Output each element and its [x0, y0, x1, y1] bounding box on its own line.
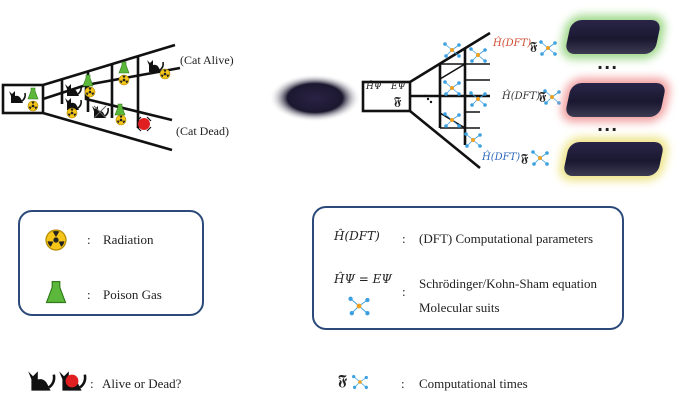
- time-symbol-middle: 𝕱: [539, 89, 547, 103]
- radiation-icon: [45, 229, 67, 251]
- radiation-icon: [159, 68, 171, 80]
- molecule-icon: [463, 131, 483, 149]
- left-tree-icons: [8, 59, 171, 132]
- branch-label-top: Ĥ(DFT): [493, 38, 532, 49]
- molecule-icon: [351, 374, 369, 390]
- radiation-label: Radiation: [103, 232, 154, 247]
- cat-icon: [8, 90, 27, 104]
- poison-gas-icon: [118, 61, 130, 74]
- cat-icon: [146, 59, 164, 73]
- blurred-cluster-image: [269, 74, 361, 122]
- molecule-icon: [468, 46, 488, 64]
- dot: [426, 97, 430, 101]
- cat-icon: [64, 83, 82, 97]
- left-outer-branches: [42, 43, 176, 152]
- right-tree: [361, 31, 491, 170]
- computational-times-label: Computational times: [419, 376, 528, 391]
- molecule-icon: [347, 296, 371, 316]
- molecular-label: Molecular suits: [419, 300, 500, 315]
- alive-or-dead-label: Alive or Dead?: [102, 376, 182, 391]
- root-time-symbol: 𝕱: [394, 94, 402, 108]
- root-formula-right: EΨ: [391, 82, 406, 92]
- colon: :: [87, 232, 91, 247]
- colon: :: [90, 376, 94, 391]
- alive-dead-icons: [28, 370, 87, 392]
- radiation-icon: [115, 114, 127, 126]
- branch-label-bottom: Ĥ(DFT): [482, 152, 521, 163]
- bomb-icon: [136, 116, 152, 132]
- dead-cat-icon: [91, 105, 109, 119]
- radiation-icon: [118, 74, 130, 86]
- molecule-icon: [538, 39, 558, 57]
- label-cat-alive: (Cat Alive): [180, 53, 234, 67]
- colon: :: [87, 287, 91, 302]
- molecule-icon: [530, 149, 550, 167]
- poison-gas-icon: [45, 281, 67, 304]
- dot: [429, 100, 433, 104]
- colon: :: [402, 231, 406, 246]
- root-formula-left: ĤΨ: [366, 82, 382, 92]
- right-sub-branches: [440, 63, 490, 129]
- legend-box-right: [312, 206, 624, 330]
- equation-label: Schrödinger/Kohn-Sham equation: [419, 276, 597, 291]
- time-symbol: 𝕱: [338, 373, 348, 389]
- colon: :: [402, 284, 406, 299]
- dft-symbol: Ĥ(DFT): [334, 229, 380, 243]
- result-panel-top: [564, 20, 662, 54]
- right-main-branches: [409, 31, 491, 170]
- time-symbol-top: 𝕱: [530, 39, 538, 53]
- equation-symbol: ĤΨ = EΨ: [334, 272, 392, 286]
- legend-box-left: [18, 210, 204, 316]
- radiation-icon: [66, 107, 78, 119]
- radiation-icon: [27, 100, 39, 112]
- cat-icon: [28, 370, 56, 392]
- ellipsis-bottom: ...: [597, 116, 619, 135]
- result-panel-middle: [564, 83, 667, 117]
- ellipsis-top: ...: [597, 54, 619, 73]
- poison-gas-icon: [27, 87, 39, 100]
- radiation-icon: [84, 86, 96, 98]
- time-symbol-bottom: 𝕱: [521, 151, 529, 165]
- poison-gas-icon: [82, 74, 94, 87]
- dot: [423, 94, 427, 98]
- result-panel-bottom: [562, 142, 665, 176]
- poison-gas-label: Poison Gas: [103, 287, 162, 302]
- label-cat-dead: (Cat Dead): [176, 124, 229, 138]
- molecule-icon: [442, 79, 462, 97]
- dft-label: (DFT) Computational parameters: [419, 231, 594, 246]
- branch-label-middle: Ĥ(DFT): [502, 91, 541, 102]
- molecule-icon: [468, 90, 488, 108]
- molecule-icon: [442, 111, 462, 129]
- colon: :: [401, 376, 405, 391]
